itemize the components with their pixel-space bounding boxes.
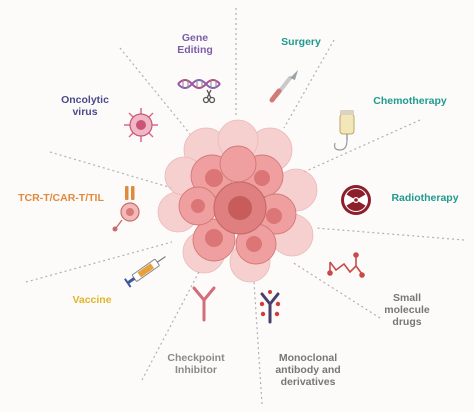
- radiation-icon: [341, 185, 371, 215]
- label-small-molecule-line1: Small: [392, 292, 421, 304]
- label-monoclonal-line3: derivatives: [280, 376, 336, 388]
- label-gene-editing-line1: Gene: [181, 32, 209, 44]
- label-checkpoint: Checkpoint Inhibitor: [156, 352, 236, 376]
- virus-icon: [124, 108, 158, 142]
- label-oncolytic-virus: Oncolytic virus: [52, 94, 118, 118]
- label-vaccine-text: Vaccine: [72, 294, 112, 306]
- label-checkpoint-line2: Inhibitor: [175, 364, 217, 376]
- label-small-molecule-line2: molecule: [384, 304, 430, 316]
- dna-scissors-icon: [177, 79, 221, 104]
- divider-lines: [25, 8, 465, 405]
- label-oncolytic-line2: virus: [72, 106, 98, 118]
- label-surgery: Surgery: [266, 36, 336, 48]
- label-vaccine: Vaccine: [60, 294, 124, 306]
- checkpoint-antibody-icon: [192, 286, 216, 322]
- label-tcr: TCR-T/CAR-T/TIL: [6, 192, 116, 204]
- divider-bottom-right: [291, 261, 381, 319]
- molecule-icon: [327, 252, 365, 278]
- label-surgery-text: Surgery: [281, 36, 321, 48]
- divider-bottom: [253, 281, 263, 405]
- t-cell-icon: [112, 186, 140, 232]
- label-small-molecule-line3: drugs: [392, 316, 422, 328]
- label-monoclonal: Monoclonal antibody and derivatives: [266, 352, 350, 388]
- label-gene-editing-line2: Editing: [177, 44, 213, 56]
- label-chemotherapy: Chemotherapy: [360, 95, 460, 107]
- label-monoclonal-line2: antibody and: [275, 364, 341, 376]
- syringe-icon: [124, 256, 166, 288]
- label-tcr-text: TCR-T/CAR-T/TIL: [18, 192, 104, 204]
- label-small-molecule: Small molecule drugs: [372, 292, 442, 328]
- divider-bottom-left: [141, 269, 201, 381]
- divider-left-upper: [49, 151, 173, 189]
- divider-top-right: [283, 39, 335, 129]
- scalpel-icon: [269, 70, 298, 103]
- tumor-cluster-icon: [157, 119, 318, 283]
- divider-right-upper: [303, 119, 421, 173]
- antibody-conjugate-icon: [259, 290, 281, 324]
- divider-left-lower: [25, 241, 173, 283]
- label-gene-editing: Gene Editing: [160, 32, 230, 56]
- iv-bag-icon: [333, 110, 355, 151]
- label-radiotherapy: Radiotherapy: [380, 192, 470, 204]
- label-oncolytic-line1: Oncolytic: [61, 94, 109, 106]
- label-radiotherapy-text: Radiotherapy: [391, 192, 459, 204]
- divider-top-left: [119, 47, 191, 135]
- divider-right-lower: [315, 227, 465, 241]
- label-chemotherapy-text: Chemotherapy: [373, 95, 447, 107]
- label-checkpoint-line1: Checkpoint: [167, 352, 225, 364]
- label-monoclonal-line1: Monoclonal: [278, 352, 338, 364]
